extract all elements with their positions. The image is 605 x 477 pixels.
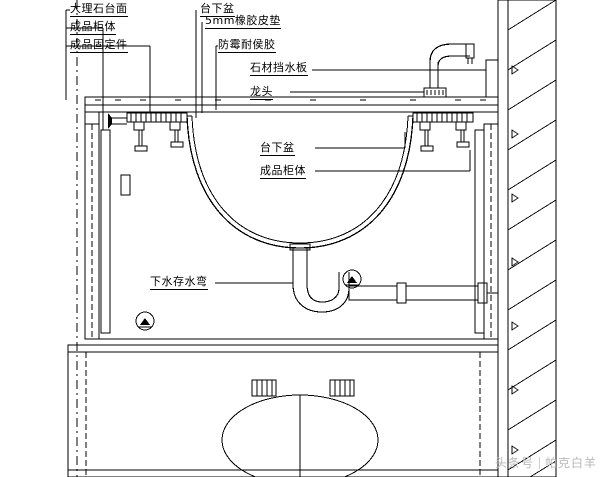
watermark-author: 帕克白羊 <box>544 456 597 470</box>
label-faucet: 龙头 <box>250 85 273 100</box>
label-finished-fixings: 成品固定件 <box>70 38 128 53</box>
label-finished-cabinet-body-mid: 成品柜体 <box>260 164 306 179</box>
label-finished-cabinet-body-top: 成品柜体 <box>70 20 116 35</box>
label-mildew-sealant: 防霉耐侯胶 <box>218 38 276 53</box>
label-undermount-basin-mid: 台下盆 <box>260 141 295 156</box>
label-stone-splash-board: 石材挡水板 <box>250 61 308 76</box>
watermark-divider <box>538 456 540 469</box>
watermark: 头条号 帕克白羊 <box>495 454 597 471</box>
watermark-source: 头条号 <box>494 456 534 470</box>
label-drain-trap: 下水存水弯 <box>150 275 208 290</box>
label-undermount-basin-top: 台下盆 <box>200 2 235 17</box>
label-marble-counter: 大理石台面 <box>70 2 128 17</box>
label-rubber-gasket: 5mm橡胶皮垫 <box>205 14 281 29</box>
